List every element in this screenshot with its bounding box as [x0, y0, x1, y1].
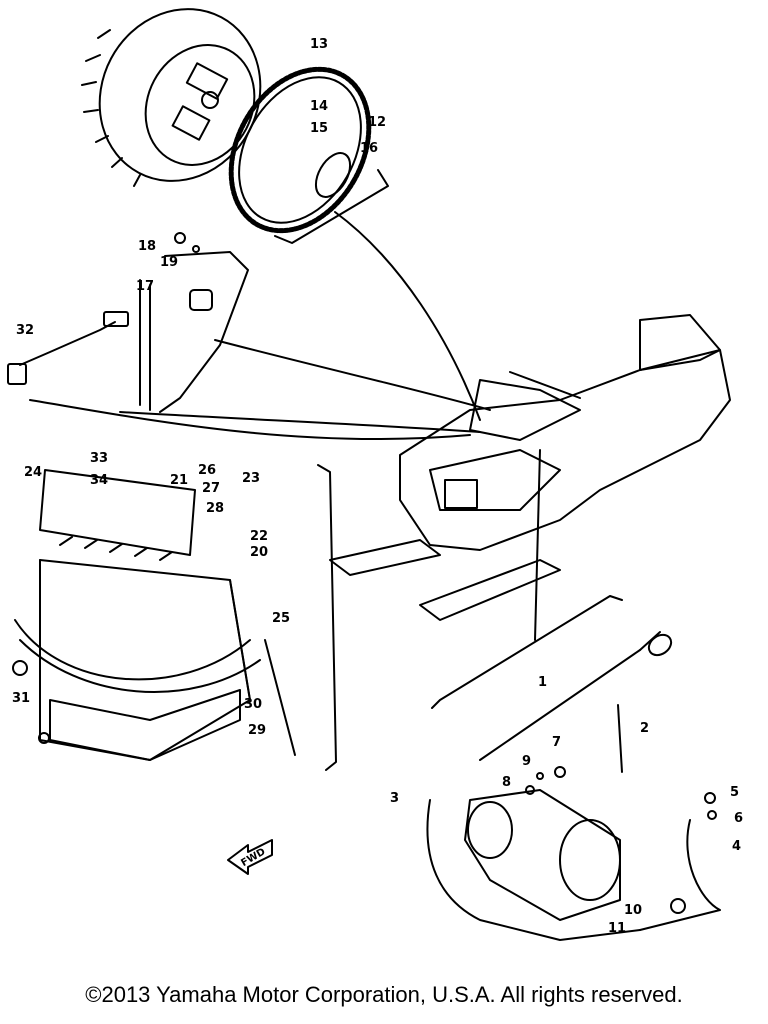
bolt	[617, 704, 623, 773]
part-label-28: 28	[206, 501, 224, 516]
group-bracket-cable	[431, 595, 623, 709]
part-label-17: 17	[136, 279, 154, 294]
part-label-3: 3	[390, 791, 399, 806]
part-label-20: 20	[250, 545, 268, 560]
part-label-14: 14	[310, 99, 328, 114]
part-label-23: 23	[242, 471, 260, 486]
part-label-7: 7	[552, 735, 561, 750]
part-label-22: 22	[250, 529, 268, 544]
part-label-4: 4	[732, 839, 741, 854]
part-label-15: 15	[310, 121, 328, 136]
part-label-10: 10	[624, 903, 642, 918]
copyright-notice: ©2013 Yamaha Motor Corporation, U.S.A. A…	[85, 982, 683, 1007]
snowmobile	[329, 314, 731, 621]
part-label-8: 8	[502, 775, 511, 790]
ring-gear	[228, 66, 372, 234]
part-label-29: 29	[248, 723, 266, 738]
group-bracket-top	[274, 169, 389, 244]
part-label-24: 24	[24, 465, 42, 480]
exploded-parts-diagram: 1 2 3 4 5 6 7 8 9 10 11 12 13 14 15 16 1…	[7, 8, 743, 941]
part-label-2: 2	[640, 721, 649, 736]
part-label-5: 5	[730, 785, 739, 800]
starter-cable	[479, 631, 673, 761]
part-label-31: 31	[12, 691, 30, 706]
part-label-27: 27	[202, 481, 220, 496]
part-label-32: 32	[16, 323, 34, 338]
part-label-21: 21	[170, 473, 188, 488]
part-label-26: 26	[198, 463, 216, 478]
part-label-19: 19	[160, 255, 178, 270]
starter-motor	[426, 766, 721, 941]
part-label-33: 33	[90, 451, 108, 466]
group-bracket-battery	[317, 464, 337, 771]
fwd-arrow-icon	[227, 839, 273, 875]
part-label-25: 25	[272, 611, 290, 626]
leader-line-starter	[534, 449, 541, 641]
part-label-13: 13	[310, 37, 328, 52]
part-label-34: 34	[90, 473, 108, 488]
leader-lines	[29, 211, 491, 441]
part-label-6: 6	[734, 811, 743, 826]
part-label-11: 11	[608, 921, 626, 936]
part-label-1: 1	[538, 675, 547, 690]
part-label-9: 9	[522, 754, 531, 769]
part-label-12: 12	[368, 115, 386, 130]
part-labels: 1 2 3 4 5 6 7 8 9 10 11 12 13 14 15 16 1…	[12, 37, 743, 936]
wire-harness	[7, 311, 129, 385]
relay-assembly	[139, 232, 249, 413]
part-label-18: 18	[138, 239, 156, 254]
part-label-16: 16	[360, 141, 378, 156]
battery-assembly	[12, 469, 296, 761]
part-label-30: 30	[244, 697, 262, 712]
